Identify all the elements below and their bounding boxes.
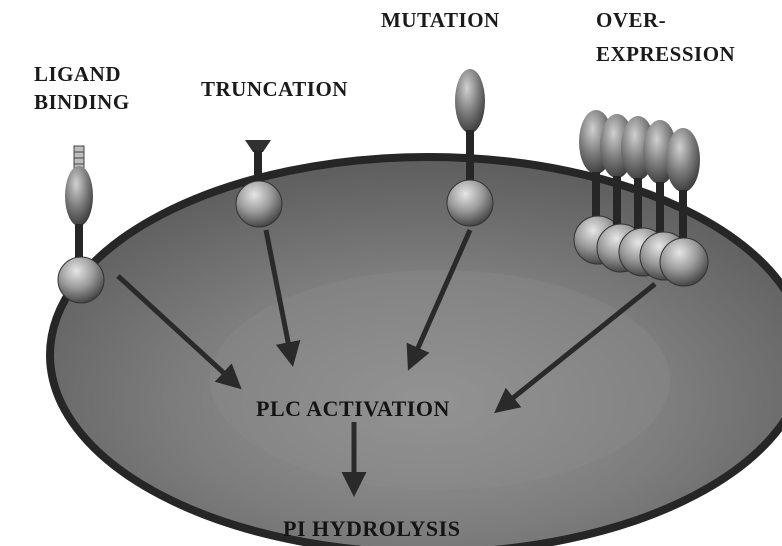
receptor-stalk [466,130,474,180]
receptors-overexpressed [574,110,708,286]
label-ligand-binding-line1: LIGAND [34,60,130,88]
label-pi-hydrolysis: PI HYDROLYSIS [283,514,460,544]
label-ligand-binding: LIGAND BINDING [34,60,130,117]
label-overexpression-line2: EXPRESSION [596,40,735,68]
label-overexpression: OVER- EXPRESSION [596,6,735,69]
receptor-head [65,166,93,226]
label-overexpression-line1: OVER- [596,6,735,34]
label-ligand-binding-line2: BINDING [34,88,130,116]
label-plc-activation: PLC ACTIVATION [256,394,450,424]
receptor-intracellular-domain [58,257,104,303]
label-mutation: MUTATION [381,6,500,34]
receptor-head [455,69,485,133]
receptor-ligand-bound [58,146,104,303]
label-truncation: TRUNCATION [201,75,348,103]
receptor-intracellular-domain [236,181,282,227]
receptor-stalk [75,224,83,262]
receptor-intracellular-domain [447,180,493,226]
receptor-mutated [447,69,493,226]
